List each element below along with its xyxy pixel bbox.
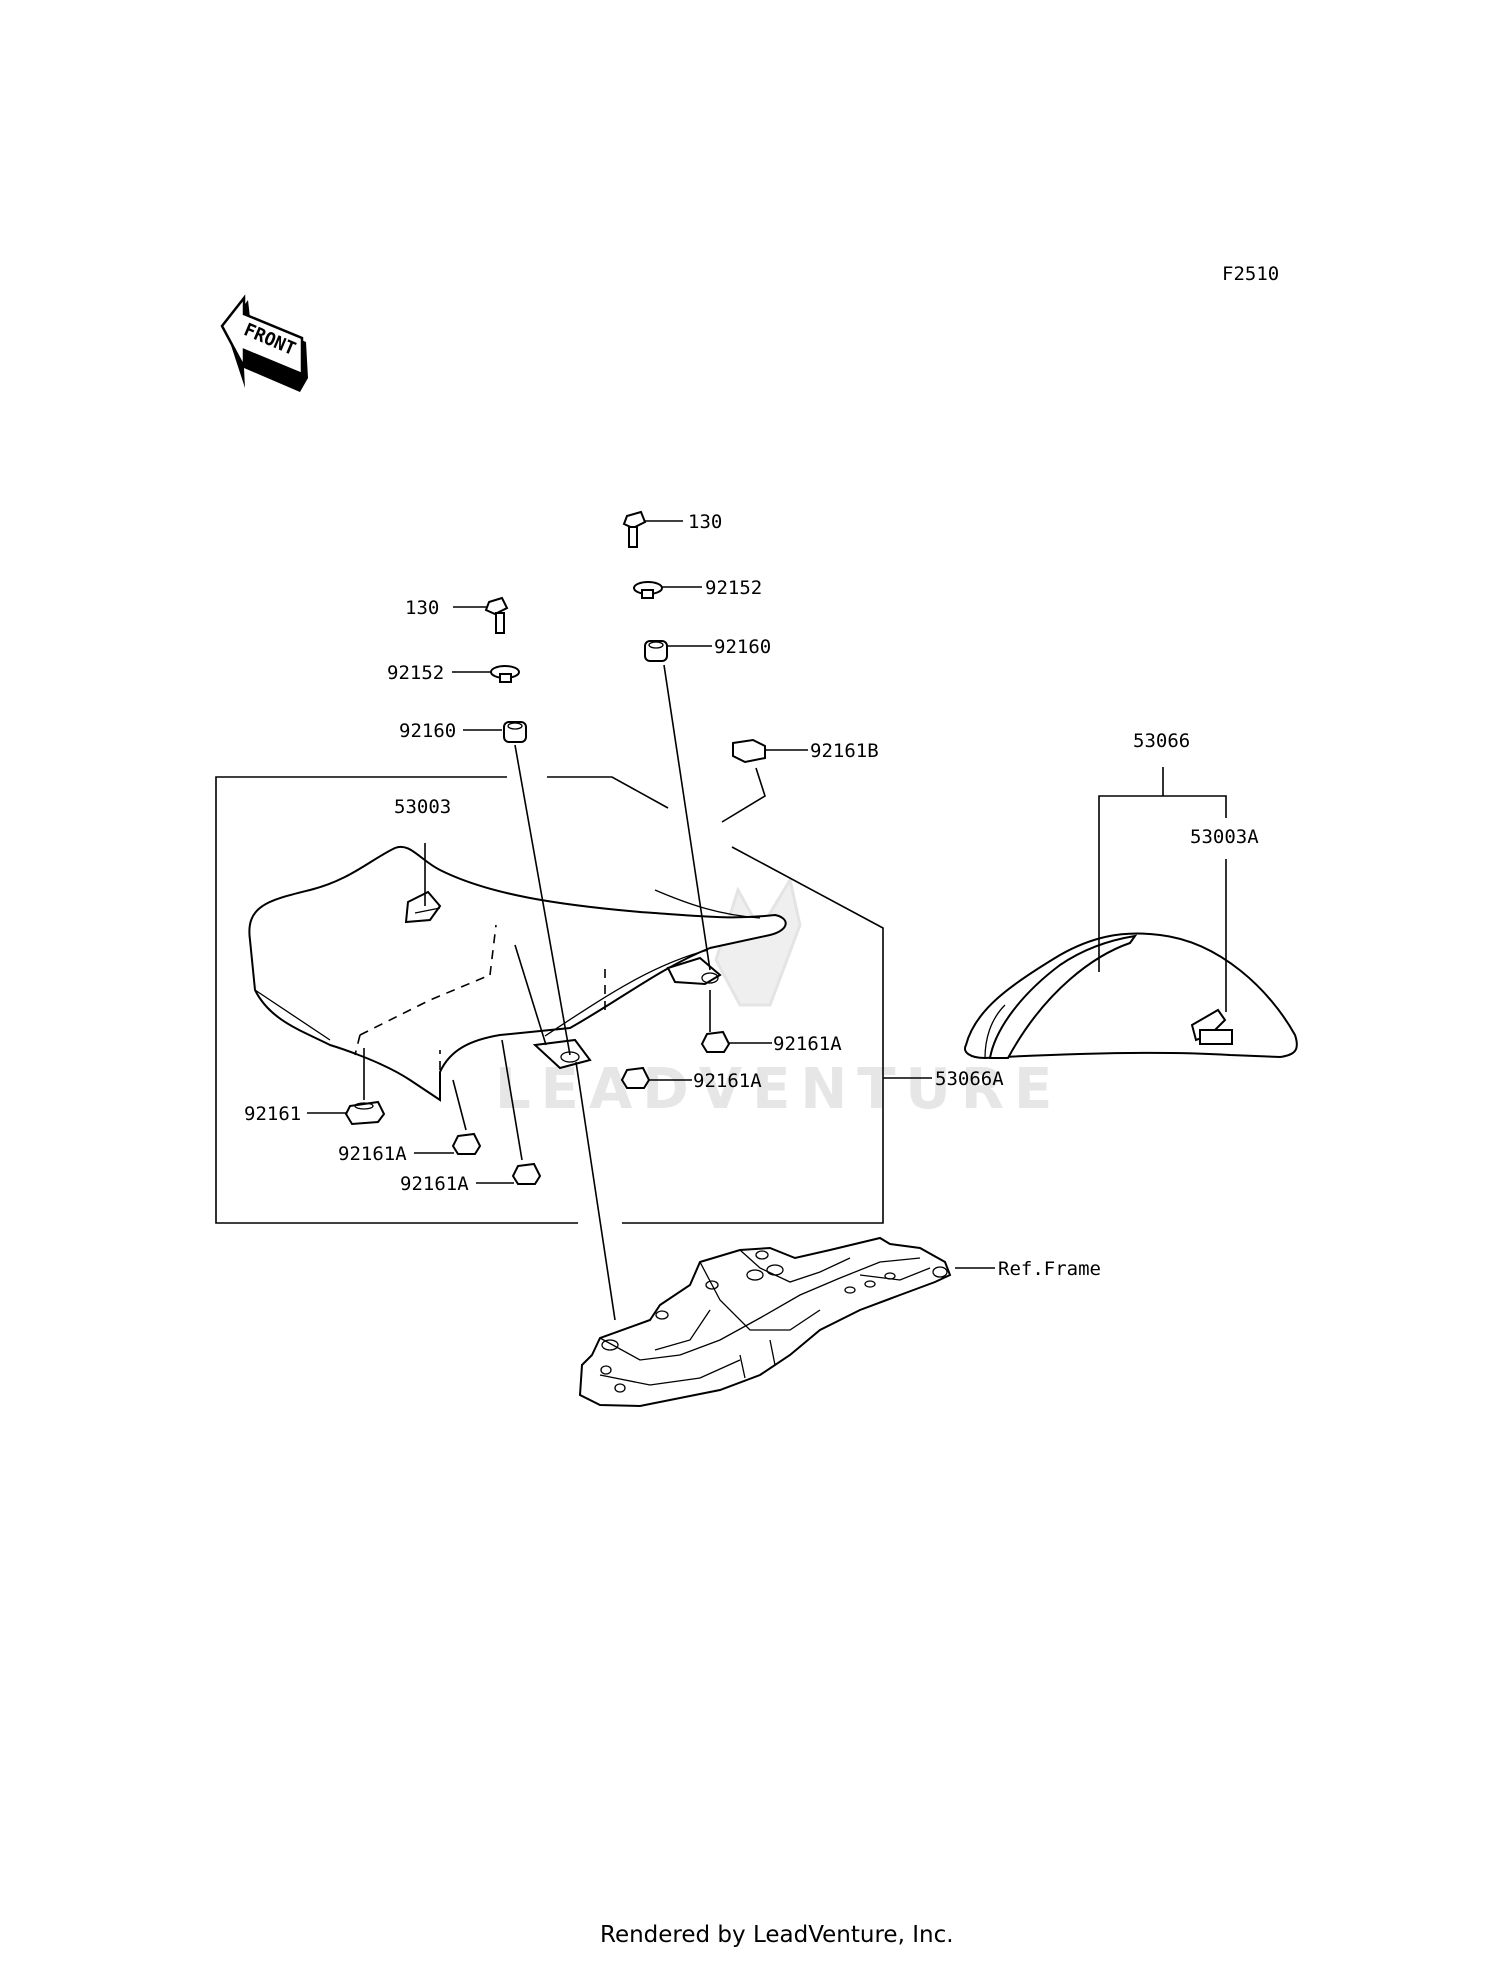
label-washer-left: 92152 (387, 662, 444, 684)
bolt-right (622, 510, 683, 548)
label-damper-left: 92160 (399, 720, 456, 742)
label-ref-frame: Ref.Frame (998, 1258, 1101, 1280)
watermark: LEADVENTURE (495, 876, 1062, 1122)
label-bolt-right: 130 (688, 511, 722, 533)
leader-lines (514, 664, 711, 1321)
bolt-left (453, 596, 509, 634)
rear-seat (964, 859, 1298, 1060)
diagram-code: F2510 (1222, 263, 1279, 285)
group-box-53066a (215, 776, 884, 1224)
washer-left (452, 665, 520, 683)
front-seat (248, 843, 787, 1102)
label-washer-right: 92152 (705, 577, 762, 599)
damper-plain (307, 1048, 386, 1126)
washer-right (633, 581, 702, 599)
label-seat-assy-a: 53066A (935, 1068, 1004, 1090)
label-seat-rear-assy: 53066 (1133, 730, 1190, 752)
frame (578, 1236, 995, 1408)
damper-a-1 (700, 990, 772, 1053)
damper-a-3 (414, 1079, 482, 1155)
label-damper-a-4: 92161A (400, 1173, 469, 1195)
label-damper-a-3: 92161A (338, 1143, 407, 1165)
damper-b (721, 738, 808, 823)
footer-credit: Rendered by LeadVenture, Inc. (600, 1922, 954, 1948)
damper-a-4 (476, 1039, 542, 1185)
damper-right (644, 640, 712, 662)
label-damper-b: 92161B (810, 740, 879, 762)
label-damper-a-2: 92161A (693, 1070, 762, 1092)
watermark-text: LEADVENTURE (495, 1057, 1062, 1122)
label-seat-rear: 53003A (1190, 826, 1259, 848)
label-damper-right: 92160 (714, 636, 771, 658)
label-bolt-left: 130 (405, 597, 439, 619)
damper-left (463, 721, 527, 743)
front-arrow-icon: FRONT (220, 294, 308, 392)
label-damper-a-1: 92161A (773, 1033, 842, 1055)
damper-a-2 (620, 1066, 692, 1089)
label-seat-front: 53003 (394, 796, 451, 818)
label-damper-plain: 92161 (244, 1103, 301, 1125)
